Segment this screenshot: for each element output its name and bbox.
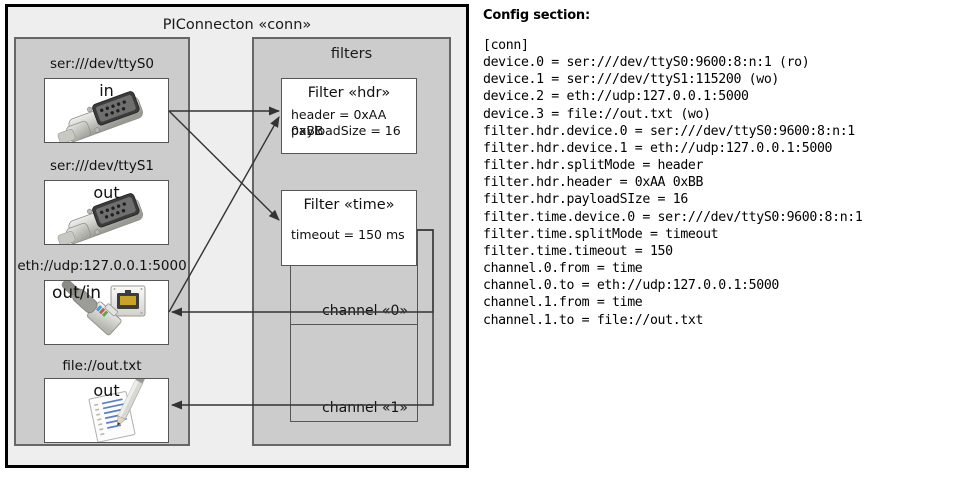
- filter-hdr-title: Filter «hdr»: [307, 85, 391, 101]
- device-eth-udp[interactable]: out/in: [44, 280, 169, 345]
- config-section-code: [conn] device.0 = ser:///dev/ttyS0:9600:…: [483, 38, 863, 328]
- filter-hdr[interactable]: Filter «hdr» header = 0xAA 0xBB payloadS…: [281, 78, 417, 154]
- device-label-ttys1: ser:///dev/ttyS1: [50, 158, 154, 174]
- channel-1-box: channel «1»: [290, 324, 418, 422]
- filter-time-prop-timeout: timeout = 150 ms: [291, 227, 405, 242]
- device-direction-label: out: [93, 381, 120, 400]
- filters-panel-title: filters: [330, 46, 373, 62]
- device-direction-label: out/in: [52, 283, 102, 303]
- device-direction-label: in: [99, 81, 114, 100]
- device-file-out[interactable]: out: [44, 378, 169, 443]
- filter-hdr-prop-payloadsize: payloadSize = 16: [291, 123, 401, 138]
- component-title: PIConnecton «conn»: [162, 17, 312, 33]
- device-label-ttys0: ser:///dev/ttyS0: [50, 56, 154, 72]
- device-label-eth: eth://udp:127.0.0.1:5000: [17, 258, 187, 274]
- filter-time-title: Filter «time»: [303, 197, 395, 213]
- serial-db9-connector-icon: [45, 79, 168, 142]
- device-ttys0[interactable]: in: [44, 78, 169, 143]
- ethernet-rj45-plug-icon: [45, 281, 168, 344]
- device-ttys1[interactable]: out: [44, 180, 169, 245]
- filter-hdr-prop-header: header = 0xAA 0xBB: [291, 107, 387, 138]
- config-section-heading: Config section:: [483, 8, 590, 23]
- device-label-file: file://out.txt: [62, 358, 142, 374]
- serial-db9-connector-icon: [45, 181, 168, 244]
- config-section: Config section: [conn] device.0 = ser://…: [483, 8, 961, 329]
- channel-1-label: channel «1»: [322, 400, 408, 416]
- channel-0-label: channel «0»: [322, 303, 408, 319]
- device-direction-label: out: [93, 183, 120, 202]
- filter-time[interactable]: Filter «time» timeout = 150 ms: [281, 190, 417, 266]
- text-file-pencil-icon: [45, 379, 168, 442]
